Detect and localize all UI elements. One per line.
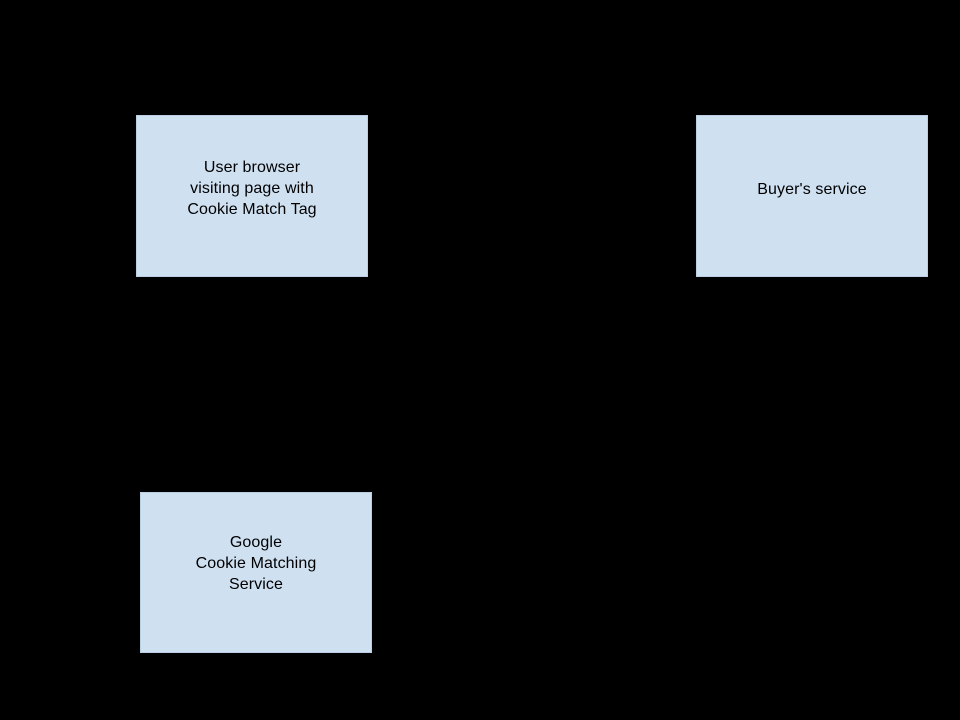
- node-user-browser[interactable]: User browser visiting page with Cookie M…: [136, 115, 368, 277]
- node-buyers-service-label: Buyer's service: [757, 180, 867, 198]
- node-user-browser-label: User browser visiting page with Cookie M…: [187, 158, 317, 218]
- node-google-cookie-matching-service-label: Google Cookie Matching Service: [195, 534, 317, 593]
- node-buyers-service[interactable]: Buyer's service: [696, 115, 928, 277]
- node-google-cookie-matching-service[interactable]: Google Cookie Matching Service: [140, 492, 372, 653]
